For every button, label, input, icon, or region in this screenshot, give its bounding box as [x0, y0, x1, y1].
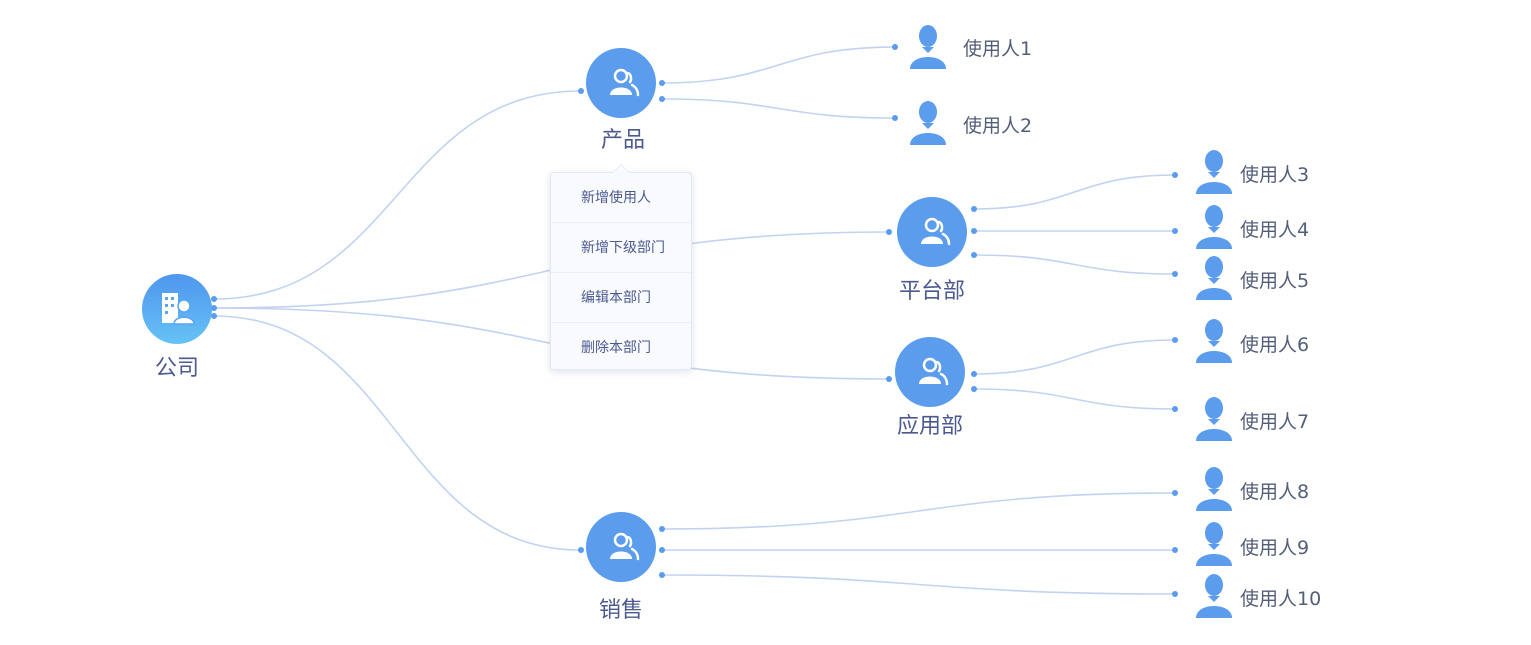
- menu-item-edit-dept[interactable]: 编辑本部门: [551, 273, 691, 323]
- connector-dot: [892, 115, 898, 121]
- people-icon: [610, 68, 640, 97]
- user-label[interactable]: 使用人10: [1240, 588, 1322, 610]
- menu-item-delete-dept[interactable]: 删除本部门: [581, 340, 651, 356]
- dept-label-product: 产品: [600, 128, 645, 153]
- people-icon: [919, 357, 949, 386]
- connector-edge: [973, 254, 1176, 275]
- connector-dot: [1172, 547, 1178, 553]
- connector-edge: [213, 315, 582, 551]
- user-label[interactable]: 使用人4: [1240, 219, 1310, 241]
- connector-dot: [211, 296, 217, 302]
- connector-dot: [1172, 490, 1178, 496]
- connector-edge: [661, 98, 896, 119]
- connector-dot: [211, 313, 217, 319]
- connector-dot: [659, 547, 665, 553]
- user-label[interactable]: 使用人8: [1240, 481, 1310, 503]
- user-icon[interactable]: [1194, 465, 1234, 511]
- connector-dot: [971, 386, 977, 392]
- connector-dot: [971, 228, 977, 234]
- user-label[interactable]: 使用人5: [1240, 270, 1310, 292]
- dept-label-platform: 平台部: [898, 279, 965, 304]
- people-icon: [921, 217, 951, 246]
- menu-item-add-user[interactable]: 新增使用人: [551, 173, 691, 223]
- connector-dot: [578, 547, 584, 553]
- menu-item-add-subdept[interactable]: 新增下级部门: [551, 223, 691, 273]
- dept-circle[interactable]: [586, 48, 656, 118]
- connector-dot: [1172, 591, 1178, 597]
- connector-dot: [1172, 228, 1178, 234]
- connector-dot: [659, 572, 665, 578]
- connector-dot: [971, 371, 977, 377]
- connector-dot: [578, 88, 584, 94]
- connector-edge: [973, 174, 1176, 210]
- connector-dot: [886, 376, 892, 382]
- dept-circle[interactable]: [895, 337, 965, 407]
- connector-dot: [971, 252, 977, 258]
- user-icon[interactable]: [1194, 572, 1234, 618]
- connector-edge: [661, 46, 896, 84]
- user-icon[interactable]: [1194, 203, 1234, 249]
- user-label[interactable]: 使用人9: [1240, 537, 1310, 559]
- dept-circle[interactable]: [586, 512, 656, 582]
- connector-edge: [973, 388, 1176, 410]
- menu-arrow: [613, 165, 629, 173]
- dept-label-application: 应用部: [896, 414, 963, 439]
- user-icon[interactable]: [908, 23, 948, 69]
- user-icon[interactable]: [1194, 395, 1234, 441]
- connector-dot: [1172, 271, 1178, 277]
- connector-edge: [213, 90, 582, 300]
- company-building-icon: [162, 293, 195, 325]
- people-icon: [610, 532, 640, 561]
- user-label[interactable]: 使用人6: [1240, 334, 1310, 356]
- company-label: 公司: [154, 356, 199, 381]
- connector-dot: [659, 96, 665, 102]
- user-label[interactable]: 使用人3: [1240, 164, 1310, 186]
- dept-label-sales: 销售: [598, 598, 643, 623]
- connector-edge: [661, 574, 1176, 595]
- connector-dot: [1172, 337, 1178, 343]
- connector-dot: [1172, 406, 1178, 412]
- connector-dot: [892, 44, 898, 50]
- connector-dot: [211, 305, 217, 311]
- company-circle[interactable]: [142, 274, 212, 344]
- user-label[interactable]: 使用人7: [1240, 411, 1310, 433]
- connector-edge: [661, 492, 1176, 530]
- user-icon[interactable]: [1194, 520, 1234, 566]
- user-label[interactable]: 使用人2: [963, 115, 1033, 137]
- user-icon[interactable]: [1194, 317, 1234, 363]
- connector-dot: [971, 206, 977, 212]
- connector-dot: [659, 80, 665, 86]
- user-icon[interactable]: [1194, 148, 1234, 194]
- connector-dot: [1172, 172, 1178, 178]
- connector-dot: [886, 229, 892, 235]
- dept-circle[interactable]: [897, 197, 967, 267]
- user-icon[interactable]: [1194, 254, 1234, 300]
- connector-dot: [659, 526, 665, 532]
- user-label[interactable]: 使用人1: [963, 38, 1033, 60]
- dept-context-menu: 新增使用人 新增下级部门 编辑本部门 删除本部门: [550, 165, 692, 370]
- user-icon[interactable]: [908, 99, 948, 145]
- connector-edge: [973, 339, 1176, 375]
